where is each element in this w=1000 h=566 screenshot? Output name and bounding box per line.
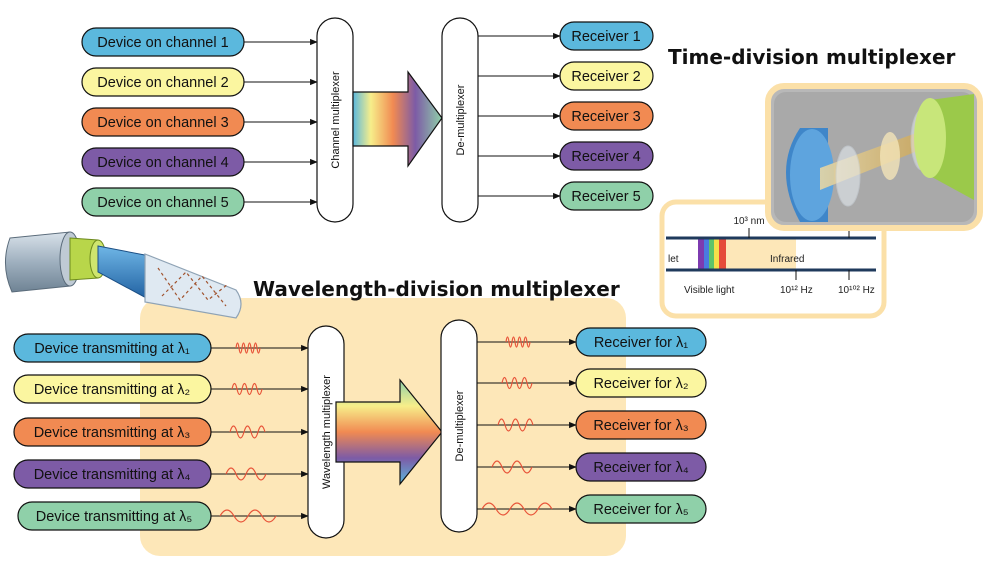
input-wave-5 — [219, 509, 277, 523]
channel-multiplexer-label: Channel multiplexer — [330, 71, 342, 169]
tdm-device-3: Device on channel 3 — [81, 107, 245, 137]
wdm-receiver-1-label: Receiver for λ₁ — [594, 335, 688, 351]
freq-tick-2-label: 10¹⁰² Hz — [838, 285, 875, 296]
wdm-section: Device transmitting at λ₁ Device transmi… — [13, 319, 707, 539]
wdm-receiver-5: Receiver for λ₅ — [575, 494, 707, 524]
wdm-device-1: Device transmitting at λ₁ — [13, 333, 212, 363]
tdm-section: Device on channel 1 Device on channel 2 … — [81, 17, 654, 223]
band-left-label: let — [668, 254, 679, 265]
tdm-receiver-4: Receiver 4 — [559, 141, 654, 171]
output-wave-1 — [505, 336, 531, 348]
tdm-device-1: Device on channel 1 — [81, 27, 245, 57]
input-wave-1 — [235, 342, 261, 354]
wdm-device-4: Device transmitting at λ₄ — [13, 459, 212, 489]
tdm-input-arrows — [244, 38, 318, 206]
tdm-receiver-4-label: Receiver 4 — [571, 149, 640, 165]
band-infrared-label: Infrared — [770, 254, 804, 265]
wdm-device-5-label: Device transmitting at λ₅ — [36, 509, 193, 525]
tdm-de-multiplexer-label: De-multiplexer — [455, 84, 467, 155]
tdm-device-4-label: Device on channel 4 — [97, 155, 228, 171]
tdm-receiver-2-label: Receiver 2 — [571, 69, 640, 85]
input-wave-3 — [229, 425, 266, 439]
wdm-receiver-3-label: Receiver for λ₃ — [593, 418, 688, 434]
wavelength-tick-label: 10³ nm — [733, 216, 764, 227]
tdm-receiver-1: Receiver 1 — [559, 21, 654, 51]
output-wave-4 — [491, 460, 533, 474]
wdm-receiver-4-label: Receiver for λ₄ — [593, 460, 688, 476]
wdm-device-3-label: Device transmitting at λ₃ — [34, 425, 191, 441]
tdm-device-2-label: Device on channel 2 — [97, 75, 228, 91]
tdm-output-arrows — [478, 32, 561, 200]
tdm-de-multiplexer: De-multiplexer — [441, 17, 479, 223]
wdm-receiver-3: Receiver for λ₃ — [575, 410, 707, 440]
tdm-device-4: Device on channel 4 — [81, 147, 245, 177]
tdm-receiver-1-label: Receiver 1 — [571, 29, 640, 45]
fiber-optic-cable — [5, 231, 242, 319]
tdm-spectrum-arrow — [352, 70, 443, 168]
freq-tick-1-label: 10¹² Hz — [780, 285, 813, 296]
tdm-receiver-2: Receiver 2 — [559, 61, 654, 91]
output-wave-2 — [501, 376, 533, 390]
wdm-receiver-2: Receiver for λ₂ — [575, 368, 707, 398]
wdm-spectrum-arrow — [335, 378, 443, 486]
wdm-de-multiplexer: De-multiplexer — [440, 319, 478, 533]
tdm-device-5: Device on channel 5 — [81, 187, 245, 217]
tdm-title: Time-division multiplexer — [668, 45, 956, 69]
wdm-input-arrows — [211, 344, 309, 520]
tdm-receiver-3: Receiver 3 — [559, 101, 654, 131]
tdm-receiver-3-label: Receiver 3 — [571, 109, 640, 125]
tdm-receiver-5: Receiver 5 — [559, 181, 654, 211]
wdm-input-waves — [219, 342, 277, 523]
channel-multiplexer: Channel multiplexer — [316, 17, 354, 223]
wavelength-multiplexer-label: Wavelength multiplexer — [321, 375, 333, 489]
wdm-receiver-2-label: Receiver for λ₂ — [593, 376, 688, 392]
wdm-device-3: Device transmitting at λ₃ — [13, 417, 212, 447]
wavelength-multiplexer: Wavelength multiplexer — [307, 325, 345, 539]
tdm-receiver-5-label: Receiver 5 — [571, 189, 640, 205]
input-wave-4 — [225, 467, 267, 481]
tdm-device-1-label: Device on channel 1 — [97, 35, 228, 51]
wdm-receiver-4: Receiver for λ₄ — [575, 452, 707, 482]
output-wave-3 — [497, 418, 534, 432]
wdm-device-5: Device transmitting at λ₅ — [17, 501, 212, 531]
wdm-device-2: Device transmitting at λ₂ — [13, 374, 212, 404]
wdm-de-multiplexer-label: De-multiplexer — [454, 390, 466, 461]
output-wave-5 — [481, 502, 553, 516]
wdm-output-waves — [481, 336, 553, 516]
tdm-device-5-label: Device on channel 5 — [97, 195, 228, 211]
wdm-receiver-1: Receiver for λ₁ — [575, 327, 707, 357]
tdm-device-3-label: Device on channel 3 — [97, 115, 228, 131]
wdm-device-2-label: Device transmitting at λ₂ — [34, 382, 190, 398]
input-wave-2 — [231, 382, 263, 396]
wdm-receiver-5-label: Receiver for λ₅ — [593, 502, 688, 518]
wdm-device-4-label: Device transmitting at λ₄ — [34, 467, 191, 483]
wdm-device-1-label: Device transmitting at λ₁ — [34, 341, 190, 357]
wdm-title: Wavelength-division multiplexer — [253, 277, 620, 301]
visible-light-label: Visible light — [684, 285, 735, 296]
optics-inset — [765, 83, 983, 231]
tdm-device-2: Device on channel 2 — [81, 67, 245, 97]
